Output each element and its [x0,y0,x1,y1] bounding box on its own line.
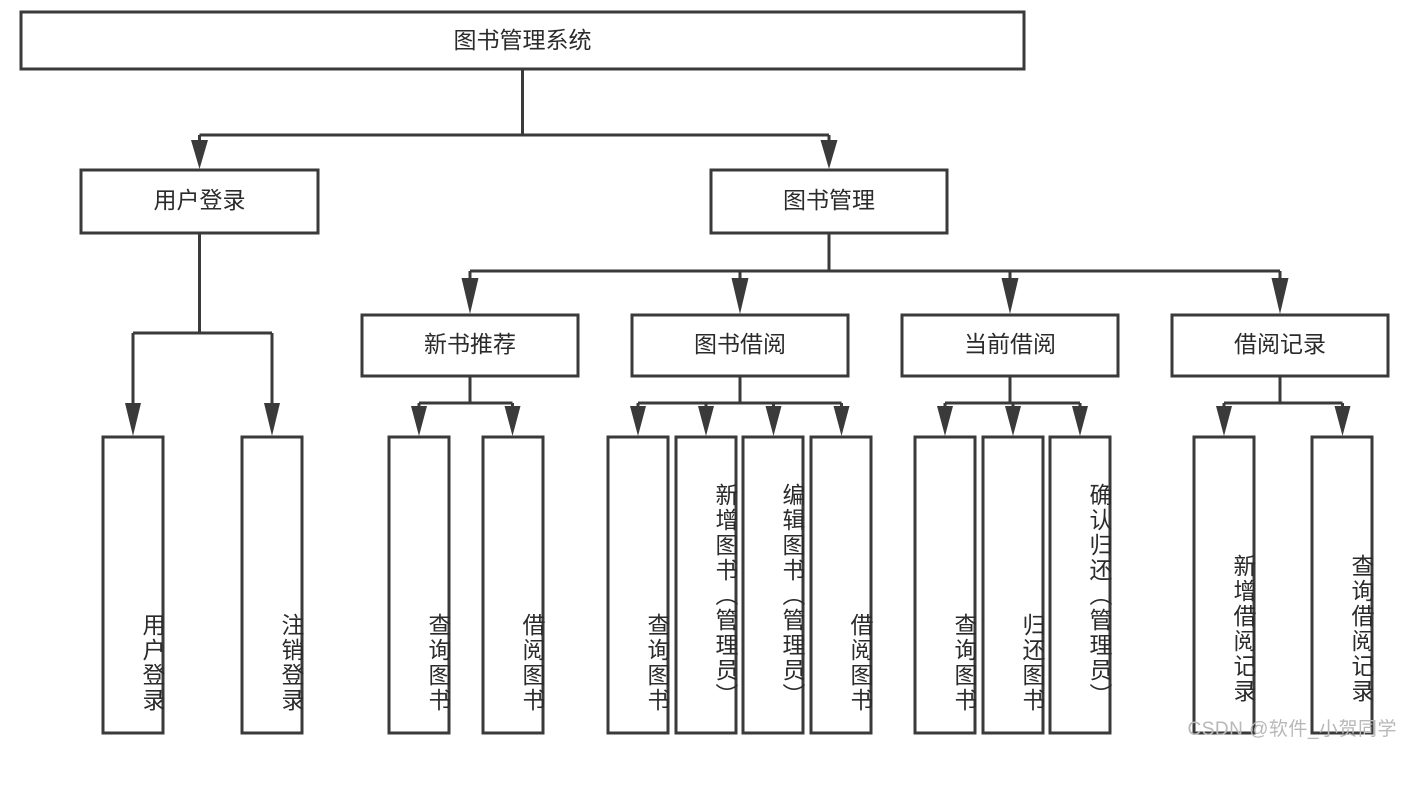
node-borrow-record[interactable]: 借阅记录 [1170,313,1390,378]
node-leaf-7-box[interactable] [741,435,805,735]
arrowhead-leaf-13 [1334,406,1351,436]
arrowhead-current-borrow [1001,278,1019,314]
node-book-borrow[interactable]: 图书借阅 [630,313,850,378]
arrowhead-leaf-8 [833,406,850,436]
arrowhead-leaf-1 [125,403,141,436]
node-root-label: 图书管理系统 [454,27,592,53]
arrowhead-leaf-9 [937,406,953,436]
arrowhead-leaf-6 [698,406,714,436]
node-book-borrow-box[interactable] [630,313,850,378]
arrowhead-book-borrow [731,278,749,314]
arrowhead-leaf-4 [504,406,521,436]
arrowhead-leaf-10 [1005,406,1021,436]
node-current-borrow[interactable]: 当前借阅 [900,313,1120,378]
node-user-login-box[interactable] [79,168,320,235]
node-user-login-label: 用户登录 [154,187,246,213]
arrowhead-leaf-5 [630,406,646,436]
csdn-watermark: CSDN @软件_小贺同学 [1187,719,1397,740]
node-new-book-rec[interactable]: 新书推荐 [360,313,580,378]
node-new-book-rec-box[interactable] [360,313,580,378]
arrowhead-user-login [191,140,208,169]
node-book-manage-box[interactable] [709,168,949,235]
arrowhead-leaf-3 [411,406,427,436]
arrowhead-leaf-12 [1216,406,1232,436]
node-book-borrow-label: 图书借阅 [694,331,786,357]
node-book-manage-label: 图书管理 [783,187,875,213]
node-leaf-8-box[interactable] [809,435,873,735]
flowchart-svg: 图书管理系统 用户登录 图书管理 新书推荐 图书借阅 当前借阅 借阅记录 [19,10,1390,735]
node-leaf-9-box[interactable] [913,435,977,735]
arrowhead-leaf-2 [264,403,280,436]
node-leaf-2-box[interactable] [240,435,304,735]
node-leaf-3-box[interactable] [387,435,451,735]
arrowhead-book-manage [820,140,838,169]
node-borrow-record-label: 借阅记录 [1234,331,1326,357]
node-user-login[interactable]: 用户登录 [79,168,320,235]
node-current-borrow-box[interactable] [900,313,1120,378]
node-leaf-11-box[interactable] [1048,435,1112,735]
node-root[interactable]: 图书管理系统 [19,10,1026,71]
flowchart-canvas: 图书管理系统 用户登录 图书管理 新书推荐 图书借阅 当前借阅 借阅记录 [19,10,1397,740]
node-leaf-5-box[interactable] [606,435,670,735]
node-leaf-13-box[interactable] [1310,435,1374,735]
node-current-borrow-label: 当前借阅 [964,331,1056,357]
node-leaf-6-box[interactable] [674,435,738,735]
node-leaf-12-box[interactable] [1192,435,1256,735]
node-leaf-4-box[interactable] [481,435,545,735]
arrowhead-leaf-7 [765,406,782,436]
arrowhead-new-book-rec [461,278,479,314]
leaf-boxes-layer [101,435,1374,735]
connector-layer [125,69,1351,436]
node-leaf-1-box[interactable] [101,435,165,735]
node-borrow-record-box[interactable] [1170,313,1390,378]
arrowhead-borrow-record [1271,278,1289,314]
arrowhead-leaf-11 [1072,406,1088,436]
node-leaf-10-box[interactable] [981,435,1045,735]
node-book-manage[interactable]: 图书管理 [709,168,949,235]
node-root-box[interactable] [19,10,1026,71]
node-new-book-rec-label: 新书推荐 [424,331,516,357]
